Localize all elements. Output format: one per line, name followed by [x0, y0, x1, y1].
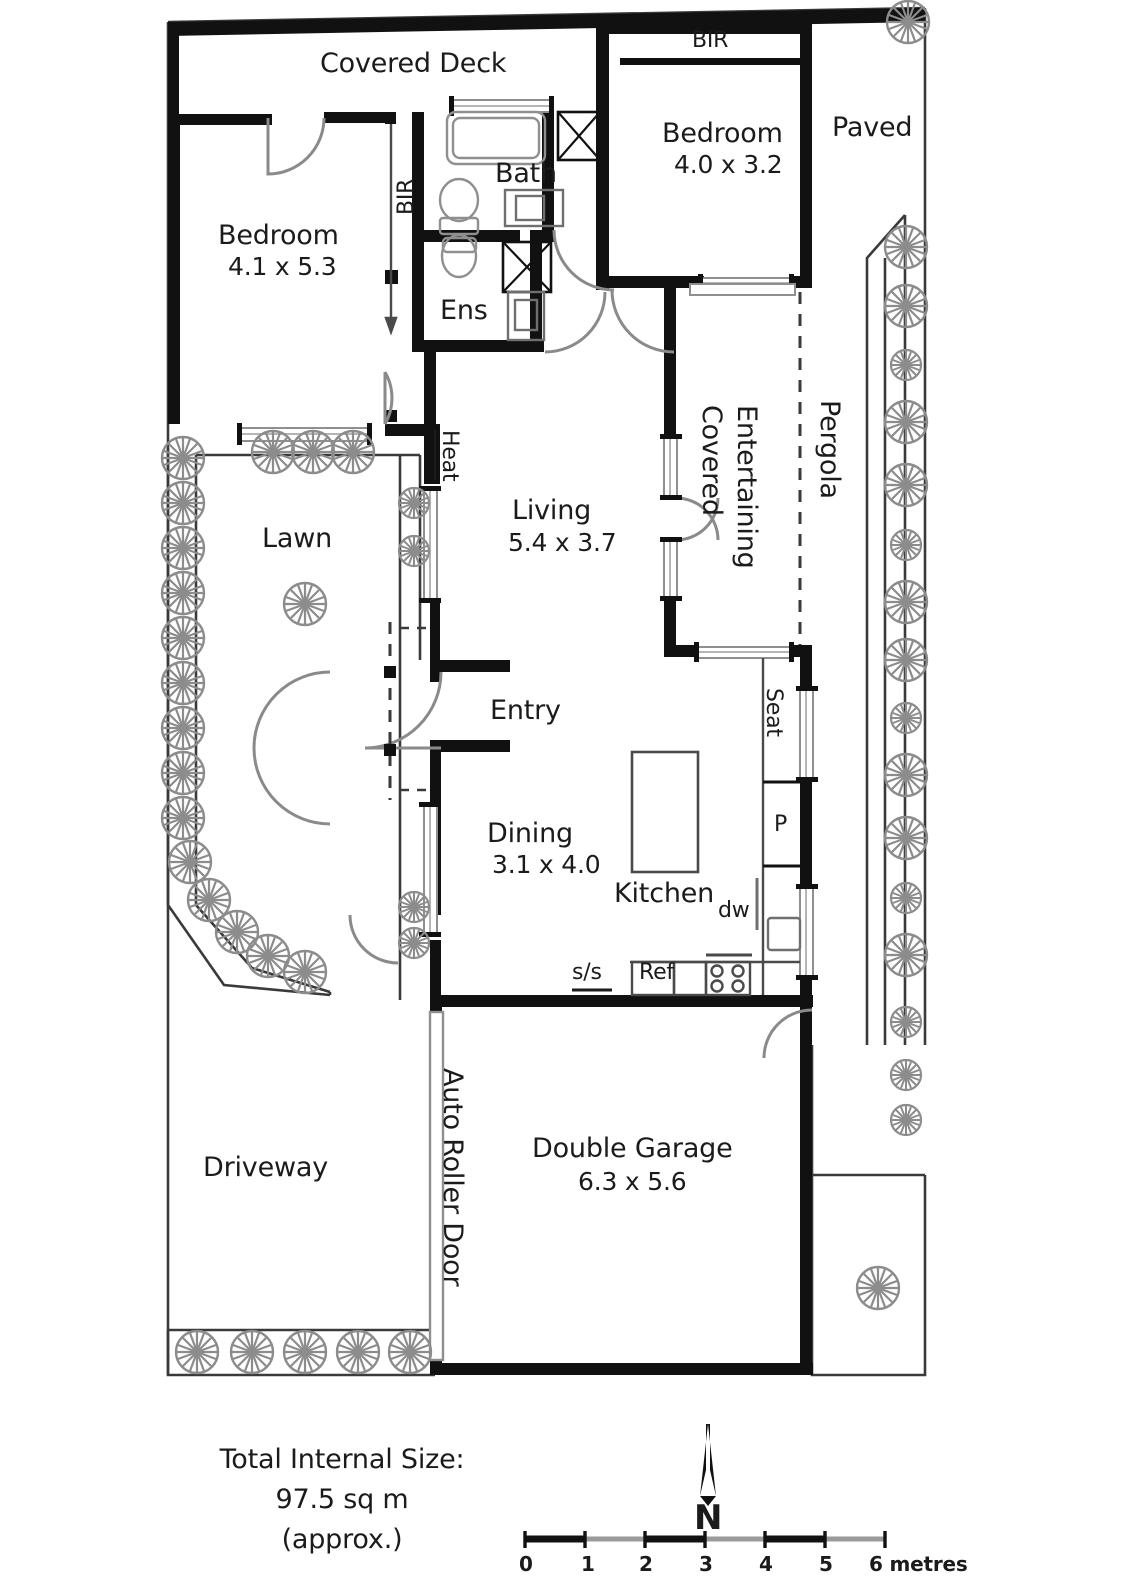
- total-internal-size-line2: 97.5 sq m: [275, 1484, 409, 1515]
- total-internal-size-line1: Total Internal Size:: [219, 1444, 465, 1475]
- scale-bar: [523, 1531, 887, 1548]
- scale-end-label: 6 metres: [869, 1552, 968, 1576]
- room-label-double-garage: Double Garage: [532, 1133, 733, 1164]
- overhead-dashed-lines: [388, 292, 802, 800]
- scale-tick-5: 5: [819, 1552, 833, 1576]
- total-internal-size-line3: (approx.): [281, 1524, 403, 1555]
- room-dim-double-garage: 6.3 x 5.6: [578, 1167, 687, 1196]
- label-dishwasher: dw: [718, 898, 750, 923]
- room-label-ens: Ens: [440, 295, 488, 326]
- label-pantry: P: [774, 812, 788, 837]
- room-label-bedroom-main: Bedroom: [218, 220, 339, 251]
- room-label-living: Living: [512, 495, 592, 526]
- room-dim-bedroom-two: 4.0 x 3.2: [674, 150, 783, 179]
- label-heat: Heat: [434, 430, 462, 482]
- scale-tick-1: 1: [581, 1552, 595, 1576]
- room-dim-living: 5.4 x 3.7: [508, 528, 617, 557]
- scale-tick-3: 3: [699, 1552, 713, 1576]
- bir-extent-arrow: [384, 124, 398, 336]
- area-label-paved: Paved: [832, 112, 913, 143]
- label-bir-bedroom-two: BIR: [692, 28, 729, 53]
- room-label-covered-deck: Covered Deck: [320, 48, 507, 79]
- label-refrigerator: Ref: [639, 960, 674, 985]
- room-label-dining: Dining: [487, 818, 573, 849]
- area-label-covered-entertaining-line1: Covered: [696, 405, 727, 516]
- room-label-bedroom-two: Bedroom: [662, 118, 783, 149]
- north-arrow: [700, 1424, 716, 1506]
- label-stainless-steel: s/s: [572, 960, 602, 985]
- label-auto-roller-door: Auto Roller Door: [437, 1068, 468, 1287]
- room-dim-dining: 3.1 x 4.0: [492, 850, 601, 879]
- room-label-entry: Entry: [490, 695, 561, 726]
- label-bir-main: BIR: [394, 178, 419, 215]
- area-label-lawn: Lawn: [262, 523, 332, 554]
- room-label-kitchen: Kitchen: [614, 878, 715, 909]
- area-label-driveway: Driveway: [203, 1152, 328, 1183]
- scale-tick-0: 0: [519, 1552, 533, 1576]
- fixtures: [438, 110, 802, 997]
- area-label-pergola: Pergola: [814, 400, 845, 499]
- scale-tick-4: 4: [759, 1552, 773, 1576]
- room-dim-bedroom-main: 4.1 x 5.3: [228, 252, 337, 281]
- north-label: N: [694, 1498, 723, 1538]
- area-label-covered-entertaining-line2: Entertaining: [731, 405, 762, 569]
- label-seat: Seat: [761, 688, 786, 737]
- room-label-bath: Bath: [495, 158, 557, 189]
- door-swings: [252, 117, 813, 1059]
- scale-tick-2: 2: [639, 1552, 653, 1576]
